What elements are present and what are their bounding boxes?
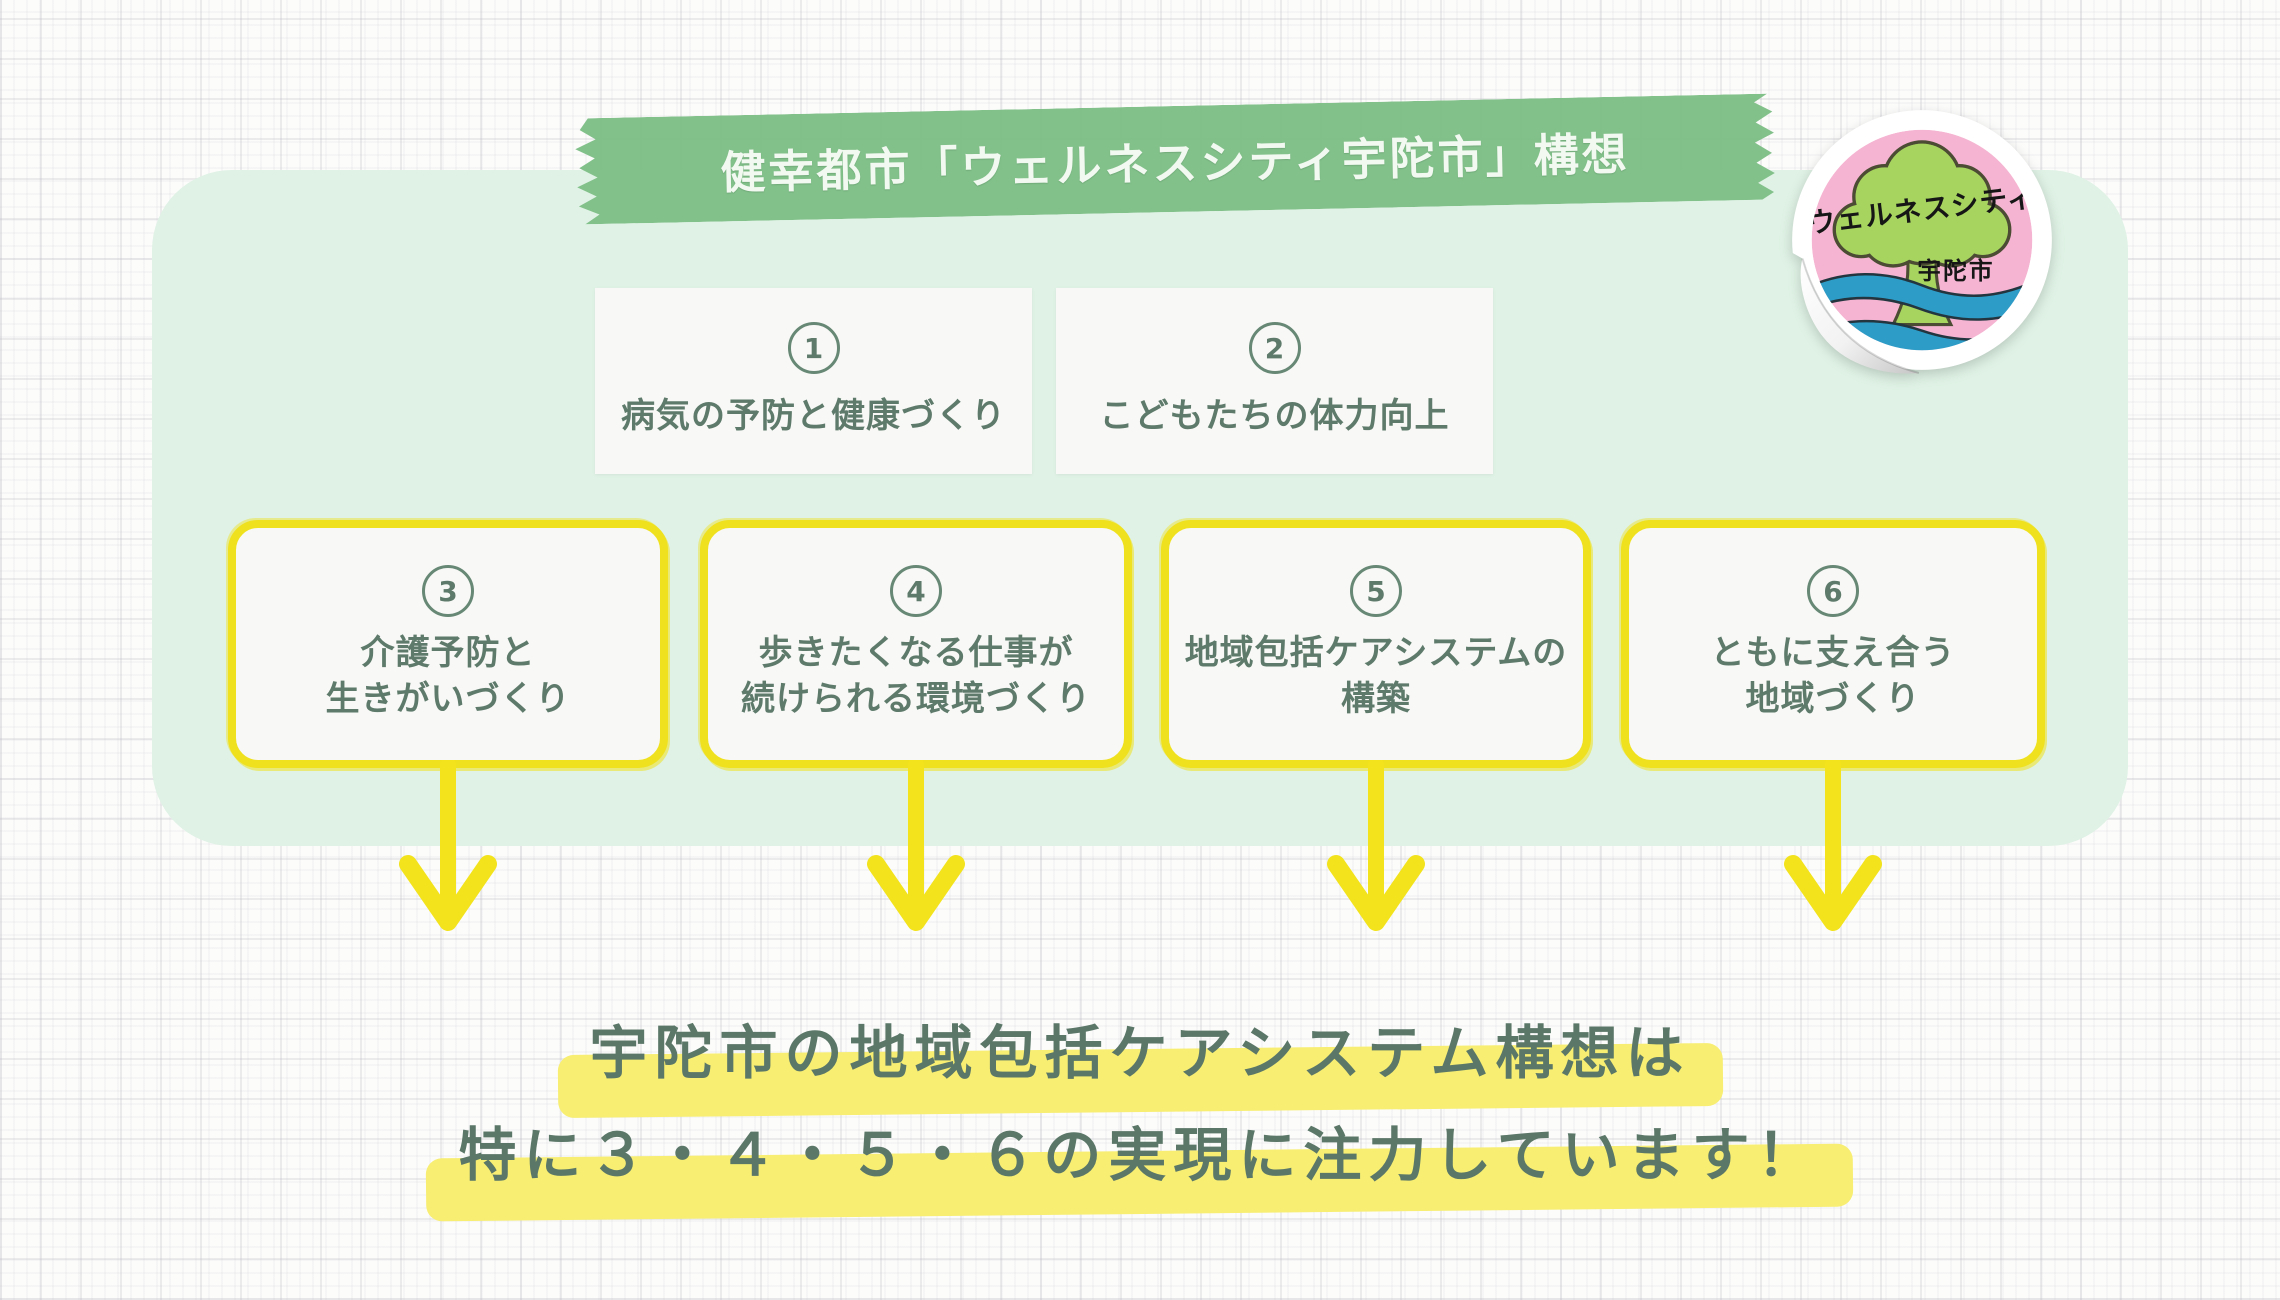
- pillar-1-number: 1: [787, 322, 840, 375]
- arrow-down-icon: [399, 760, 497, 931]
- pillar-box-5: 5 地域包括ケアシステムの 構築: [1161, 520, 1591, 768]
- pillar-2-number: 2: [1248, 322, 1301, 375]
- sticker-peel-curl: [1800, 258, 1919, 374]
- tree-crown-fill: [1835, 143, 2009, 265]
- pillar-2-label: こどもたちの体力向上: [1099, 396, 1450, 437]
- pillar-3-line2: 生きがいづくり: [325, 679, 571, 719]
- pillar-4-number: 4: [890, 565, 942, 618]
- pillar-box-4: 4 歩きたくなる仕事が 続けられる環境づくり: [700, 520, 1132, 768]
- arrow-down-icon: [867, 760, 965, 931]
- pillar-5-label: 地域包括ケアシステムの 構築: [1185, 631, 1568, 723]
- wave-icon-upper: [1811, 272, 2033, 321]
- pillar-box-6: 6 ともに支え合う 地域づくり: [1621, 520, 2045, 768]
- footer-line-2: 特に３・４・５・６の実現に注力しています！: [452, 1104, 1827, 1206]
- pillar-3-label: 介護予防と 生きがいづくり: [326, 631, 571, 723]
- pillar-3-line1: 介護予防と: [360, 633, 536, 674]
- pillar-4-line1: 歩きたくなる仕事が: [758, 633, 1074, 674]
- sticker-city-text: 宇陀市: [1917, 257, 1994, 285]
- arrow-down-icon: [1784, 760, 1882, 931]
- pillar-3-number: 3: [422, 565, 474, 618]
- pillar-5-number: 5: [1350, 565, 1402, 618]
- pillar-5-line2: 構築: [1341, 679, 1411, 719]
- arrow-down-icon: [1327, 760, 1425, 931]
- footer-message: 宇陀市の地域包括ケアシステム構想は 特に３・４・５・６の実現に注力しています！: [0, 1002, 2280, 1206]
- pillar-4-line2: 続けられる環境づくり: [741, 679, 1091, 719]
- pillar-6-number: 6: [1807, 565, 1859, 618]
- pillar-1-label: 病気の予防と健康づくり: [621, 396, 1006, 437]
- pillar-5-line1: 地域包括ケアシステムの: [1184, 633, 1568, 674]
- pillar-4-label: 歩きたくなる仕事が 続けられる環境づくり: [741, 631, 1091, 723]
- sticker-peel-shadow: [1801, 258, 1920, 374]
- pillar-6-line2: 地域づくり: [1745, 679, 1921, 719]
- pillar-box-3: 3 介護予防と 生きがいづくり: [228, 520, 668, 768]
- wellness-city-sticker-logo: ウェルネスシティ 宇陀市: [1792, 110, 2052, 374]
- pillar-6-line1: ともに支え合う: [1710, 633, 1956, 674]
- pillar-box-1: 1 病気の予防と健康づくり: [595, 288, 1032, 474]
- footer-line-1: 宇陀市の地域包括ケアシステム構想は: [584, 1002, 1697, 1104]
- pillar-6-label: ともに支え合う 地域づくり: [1711, 631, 1956, 723]
- pillar-box-2: 2 こどもたちの体力向上: [1056, 288, 1493, 474]
